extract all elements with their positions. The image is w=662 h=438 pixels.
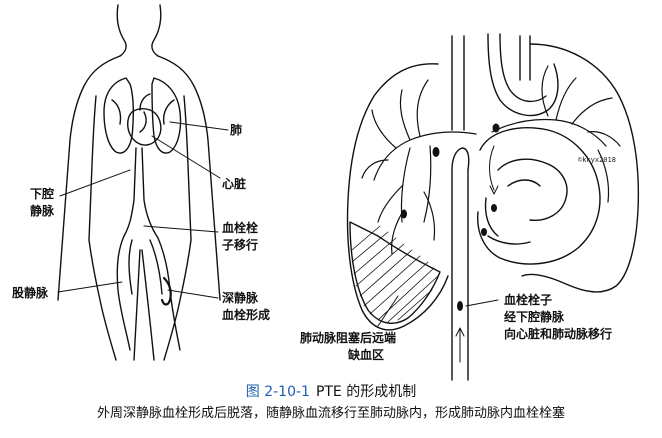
label-path-line2: 经下腔静脉 xyxy=(504,310,565,324)
right-leader-lines xyxy=(377,295,499,327)
label-embolus-line2: 子移行 xyxy=(222,238,259,252)
label-dvt-line1: 深静脉 xyxy=(222,291,259,305)
heart xyxy=(127,93,162,146)
lungs xyxy=(103,77,182,154)
left-leader-lines xyxy=(57,121,229,299)
emboli xyxy=(401,123,500,311)
great-vessels xyxy=(451,33,559,381)
figure-caption-title: 图 2-10-1 PTE 的形成机制 xyxy=(0,383,662,401)
watermark: ©kkyx2018 xyxy=(578,156,616,164)
label-femoral-vein: 股静脉 xyxy=(12,286,49,300)
label-ivc-line1: 下腔 xyxy=(30,187,55,201)
figure-caption-body: 外周深静脉血栓形成后脱落，随静脉血流移行至肺动脉内，形成肺动脉内血栓栓塞 xyxy=(96,406,565,421)
flow-arrows xyxy=(455,145,499,363)
label-ivc-line2: 静脉 xyxy=(30,204,55,218)
label-lung: 肺 xyxy=(230,123,243,137)
right-lungs xyxy=(346,43,640,331)
body-outline xyxy=(57,4,221,361)
label-embolus-line1: 血栓栓 xyxy=(222,221,259,235)
label-path-line1: 血栓栓子 xyxy=(504,293,553,307)
label-heart: 心脏 xyxy=(222,177,247,191)
vein-system xyxy=(116,147,181,351)
label-path-line3: 向心脏和肺动脉移行 xyxy=(504,327,613,341)
figure-number: 图 2-10-1 xyxy=(245,384,310,400)
label-dvt-line2: 血栓形成 xyxy=(222,308,271,322)
hatch-lines xyxy=(351,225,439,323)
label-infarct-line2: 缺血区 xyxy=(348,348,385,362)
label-infarct-line1: 肺动脉阻塞后远端 xyxy=(300,331,397,345)
figure-title: PTE 的形成机制 xyxy=(315,384,417,400)
heart-cutaway xyxy=(477,127,601,265)
pulmonary-arteries xyxy=(361,65,621,255)
